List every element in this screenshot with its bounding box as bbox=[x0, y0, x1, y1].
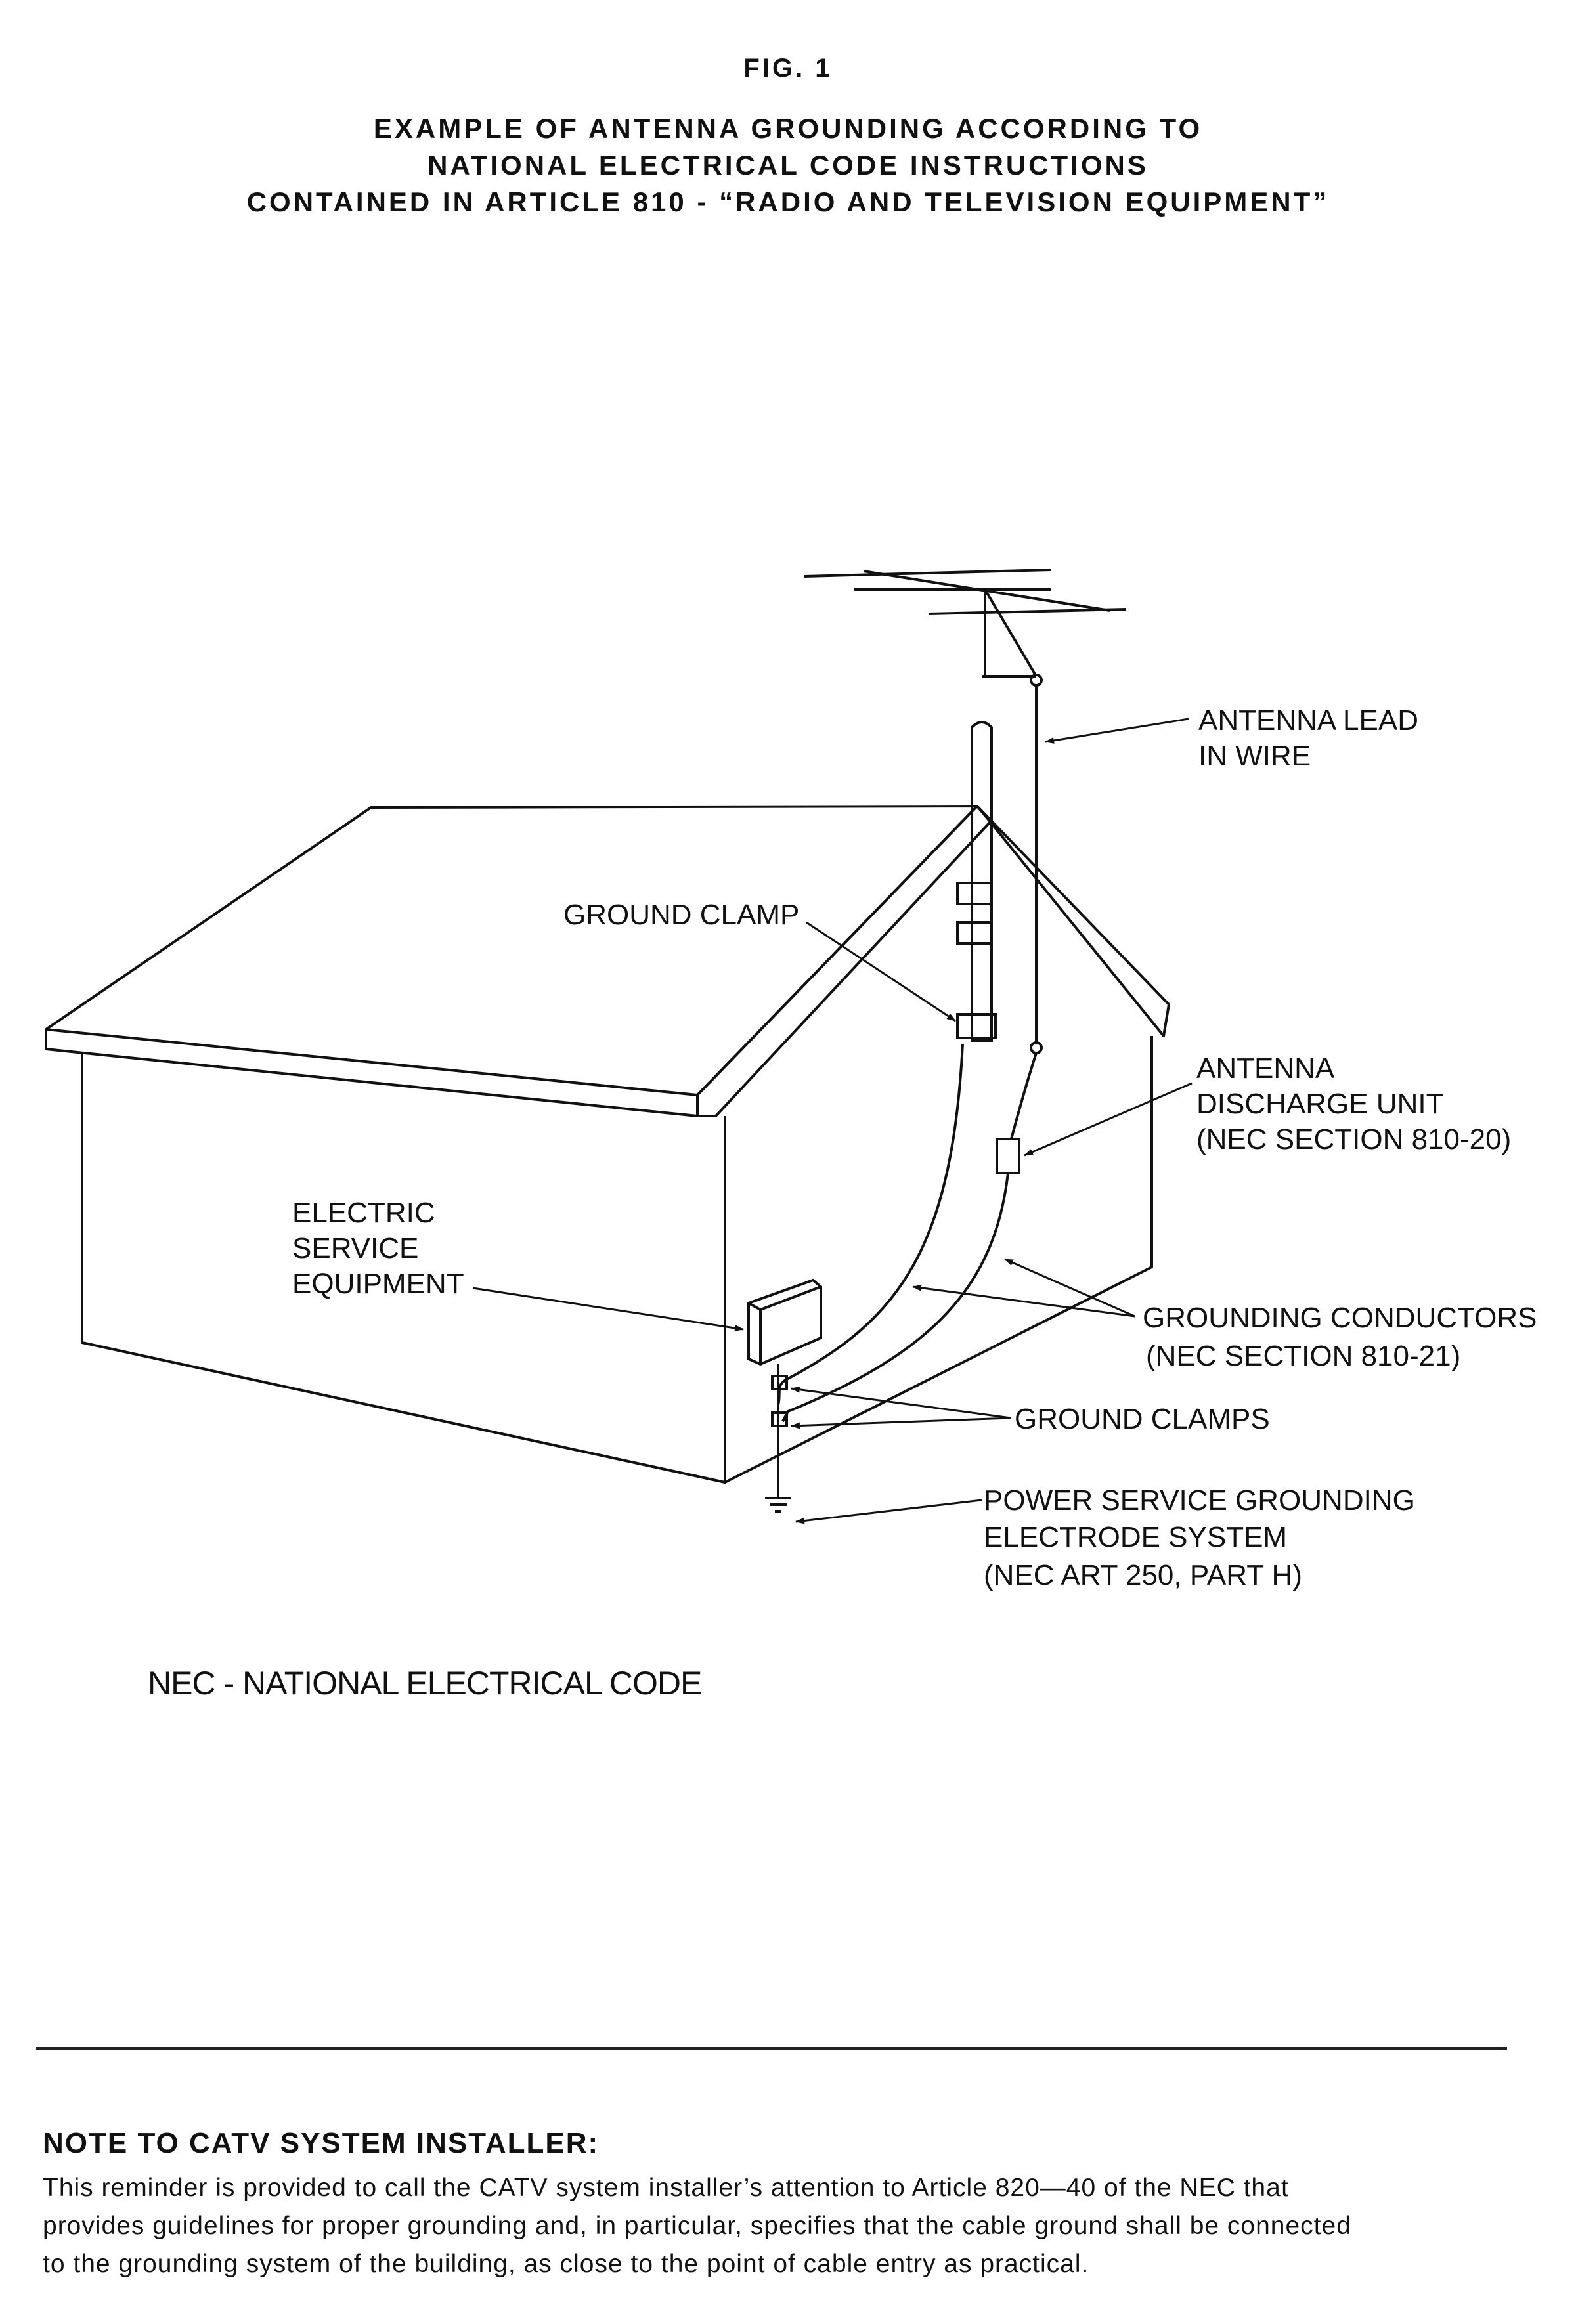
label-discharge-unit-2: DISCHARGE UNIT bbox=[1196, 1088, 1443, 1120]
label-discharge-unit-1: ANTENNA bbox=[1196, 1052, 1335, 1085]
gable-right bbox=[976, 805, 1170, 1037]
roof-eave bbox=[45, 1029, 699, 1117]
label-electric-service-1: ELECTRIC bbox=[292, 1197, 435, 1229]
side-wall bbox=[81, 1054, 726, 1484]
label-grounding-conductors-1: GROUNDING CONDUCTORS bbox=[1143, 1302, 1537, 1334]
label-power-service-3: (NEC ART 250, PART H) bbox=[984, 1559, 1302, 1591]
antenna-discharge-unit bbox=[996, 1138, 1020, 1174]
mast-bracket bbox=[956, 921, 993, 945]
electric-service-box bbox=[747, 1278, 822, 1366]
house-drawing bbox=[45, 805, 1170, 1484]
mast-bracket bbox=[956, 882, 993, 905]
figure-title-line-2: NATIONAL ELECTRICAL CODE INSTRUCTIONS bbox=[427, 150, 1149, 181]
label-electric-service-2: SERVICE bbox=[292, 1232, 418, 1264]
note-title: NOTE TO CATV SYSTEM INSTALLER: bbox=[43, 2127, 600, 2159]
figure-title-line-3: CONTAINED IN ARTICLE 810 - “RADIO AND TE… bbox=[246, 186, 1330, 217]
label-antenna-lead-2: IN WIRE bbox=[1198, 740, 1311, 772]
note-line-3: to the grounding system of the building,… bbox=[43, 2250, 1089, 2278]
label-antenna-lead-1: ANTENNA LEAD bbox=[1198, 704, 1418, 737]
label-power-service-2: ELECTRODE SYSTEM bbox=[984, 1521, 1287, 1553]
nec-footnote: NEC - NATIONAL ELECTRICAL CODE bbox=[148, 1665, 702, 1702]
antenna-mast bbox=[971, 721, 993, 1042]
antenna bbox=[804, 569, 1127, 1174]
ground-clamp-mast bbox=[956, 1013, 997, 1039]
label-electric-service-3: EQUIPMENT bbox=[292, 1268, 464, 1300]
label-ground-clamp: GROUND CLAMP bbox=[563, 899, 799, 931]
figure-number: FIG. 1 bbox=[743, 54, 833, 83]
label-ground-clamps: GROUND CLAMPS bbox=[1015, 1403, 1270, 1435]
gable-left bbox=[696, 805, 992, 1117]
label-discharge-unit-3: (NEC SECTION 810-20) bbox=[1196, 1123, 1511, 1155]
label-grounding-conductors-2: (NEC SECTION 810-21) bbox=[1146, 1340, 1460, 1372]
label-power-service-1: POWER SERVICE GROUNDING bbox=[984, 1484, 1415, 1517]
note-line-1: This reminder is provided to call the CA… bbox=[43, 2174, 1289, 2202]
ground-clamp bbox=[771, 1411, 788, 1427]
gable-end-wall bbox=[724, 1036, 1153, 1484]
note-body: This reminder is provided to call the CA… bbox=[43, 2169, 1520, 2283]
label-arrows bbox=[472, 718, 1193, 1524]
divider bbox=[36, 2047, 1507, 2050]
figure-title-line-1: EXAMPLE OF ANTENNA GROUNDING ACCORDING T… bbox=[373, 113, 1203, 144]
grounding-wiring bbox=[747, 1043, 1009, 1513]
note-line-2: provides guidelines for proper grounding… bbox=[43, 2212, 1351, 2240]
ground-clamp bbox=[771, 1375, 788, 1390]
diagram-labels: ANTENNA LEAD IN WIRE GROUND CLAMP ANTENN… bbox=[292, 704, 1537, 1591]
